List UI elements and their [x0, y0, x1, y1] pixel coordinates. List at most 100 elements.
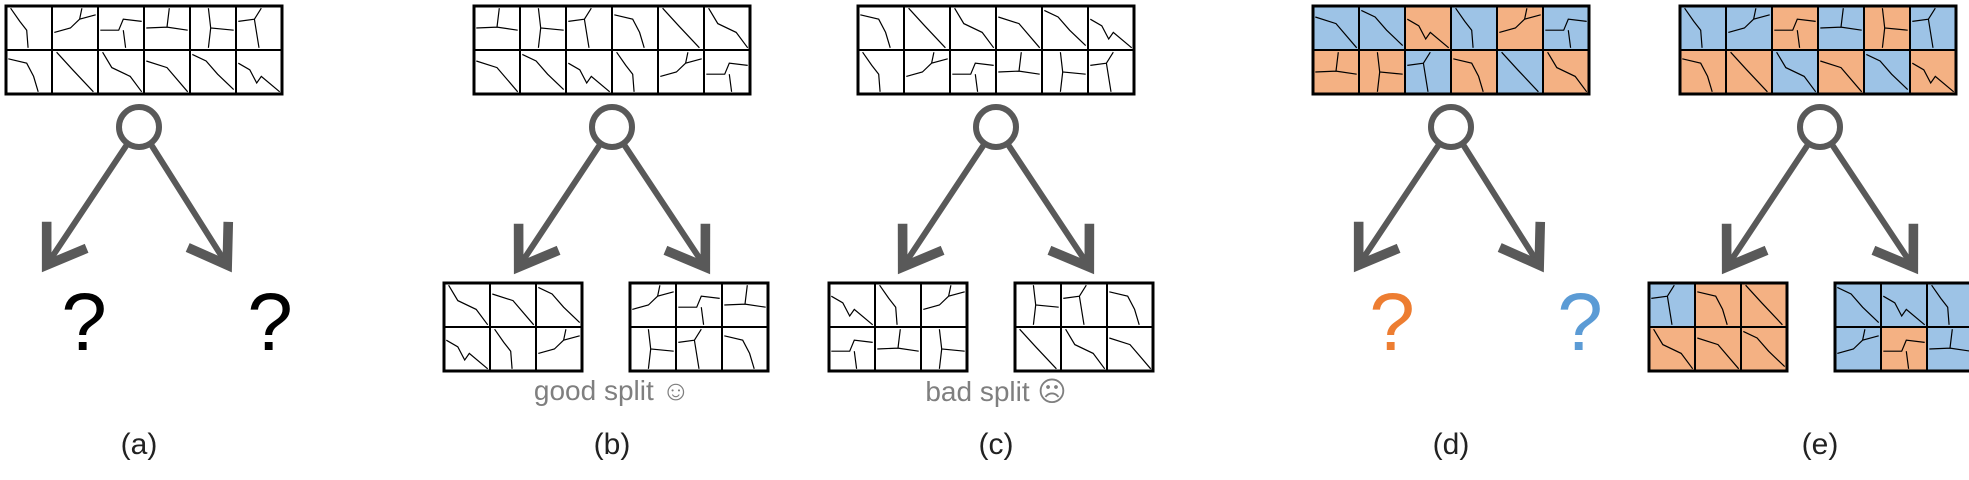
patch-tile	[1741, 283, 1787, 327]
right-branch-arrow	[1461, 143, 1546, 273]
patch-tile	[904, 6, 950, 50]
patch-tile	[1680, 6, 1726, 51]
patch-tile	[444, 283, 490, 327]
patch-tile	[1680, 50, 1726, 94]
patch-tile	[1927, 283, 1969, 328]
patch-tile	[1910, 50, 1956, 94]
panel-label: (a)	[120, 428, 158, 461]
patch-tile	[1497, 6, 1543, 50]
patch-set-d	[1313, 6, 1589, 94]
patch-tile	[1015, 283, 1061, 327]
patch-tile	[52, 50, 98, 94]
grid-border	[628, 281, 770, 373]
patch-tile	[676, 283, 722, 327]
left-child-patches	[444, 283, 582, 371]
right-child-patches	[1015, 283, 1153, 371]
patch-tile	[1927, 327, 1969, 371]
tree-node-circle	[589, 104, 635, 150]
patch-tile	[474, 6, 520, 50]
grid-border	[1311, 4, 1591, 96]
patch-set-c	[858, 6, 1134, 94]
patch-tile	[536, 283, 582, 327]
patch-tile	[1543, 6, 1589, 50]
patch-tile	[490, 327, 536, 372]
patch-tile	[1910, 6, 1956, 50]
patch-tile	[1451, 50, 1497, 94]
patch-tile	[98, 50, 144, 94]
patch-tile	[536, 327, 582, 371]
patch-tile	[1107, 283, 1153, 327]
right-branch-arrow	[149, 143, 234, 273]
patch-tile	[1061, 283, 1107, 327]
patch-tile	[1881, 283, 1927, 327]
left-branch-arrow	[513, 143, 602, 275]
split-caption: bad split ☹	[925, 376, 1067, 407]
patch-tile	[566, 50, 612, 94]
grid-border	[1647, 281, 1789, 373]
patch-tile	[474, 50, 520, 94]
patch-tile	[1864, 50, 1910, 94]
panel-label: (d)	[1432, 428, 1470, 461]
split-caption: good split ☺	[533, 375, 691, 406]
patch-tile	[996, 6, 1042, 50]
right-child-patches	[1835, 283, 1969, 371]
right-question-mark: ?	[1557, 277, 1603, 368]
patch-tile	[722, 327, 768, 371]
patch-tile	[490, 283, 536, 327]
patch-tile	[676, 327, 722, 371]
patch-tile	[1649, 283, 1695, 327]
tree-node-circle	[1797, 104, 1843, 150]
grid-border	[472, 4, 752, 96]
patch-tile	[1088, 6, 1134, 50]
left-branch-arrow	[41, 143, 129, 273]
grid-border	[856, 4, 1136, 96]
grid-border	[827, 281, 969, 373]
left-branch-arrow	[897, 143, 986, 275]
patch-tile	[1359, 6, 1405, 50]
patch-tile	[950, 50, 996, 94]
patch-tile	[1772, 50, 1818, 94]
patch-tile	[658, 6, 704, 50]
patch-tile	[875, 327, 921, 371]
left-branch-arrow	[1353, 143, 1441, 273]
patch-tile	[950, 6, 996, 50]
patch-tile	[1772, 6, 1818, 50]
patch-tile	[1088, 50, 1134, 94]
right-branch-arrow	[622, 143, 711, 275]
patch-tile	[98, 6, 144, 50]
patch-tile	[1726, 50, 1772, 94]
panel-label: (c)	[978, 428, 1014, 461]
patch-tile	[6, 6, 52, 51]
patch-tile	[921, 283, 967, 327]
patch-tile	[1835, 283, 1881, 327]
patch-set-a	[6, 6, 282, 94]
patch-tile	[1497, 50, 1543, 94]
patch-tile	[858, 50, 904, 95]
left-child-patches	[1649, 283, 1787, 371]
patch-tile	[1835, 327, 1881, 371]
patch-tile	[1818, 6, 1864, 50]
left-question-mark: ?	[61, 277, 107, 368]
patch-tile	[630, 283, 676, 327]
patch-tile	[520, 6, 566, 50]
right-branch-arrow	[1830, 143, 1919, 275]
left-question-mark: ?	[1369, 277, 1415, 368]
patch-tile	[144, 50, 190, 94]
patch-tile	[921, 327, 967, 371]
grid-border	[4, 4, 284, 96]
patch-tile	[1451, 6, 1497, 51]
patch-tile	[1015, 327, 1061, 371]
patch-tile	[1695, 283, 1741, 327]
panel-label: (e)	[1801, 428, 1839, 461]
patch-tile	[190, 6, 236, 50]
patch-tile	[1864, 6, 1910, 50]
patch-tile	[1042, 6, 1088, 50]
patch-tile	[722, 283, 768, 327]
patch-tile	[829, 327, 875, 371]
patch-tile	[236, 50, 282, 94]
patch-tile	[1042, 50, 1088, 94]
patch-tile	[704, 50, 750, 94]
tree-node-circle	[1428, 104, 1474, 150]
patch-tile	[1061, 327, 1107, 371]
